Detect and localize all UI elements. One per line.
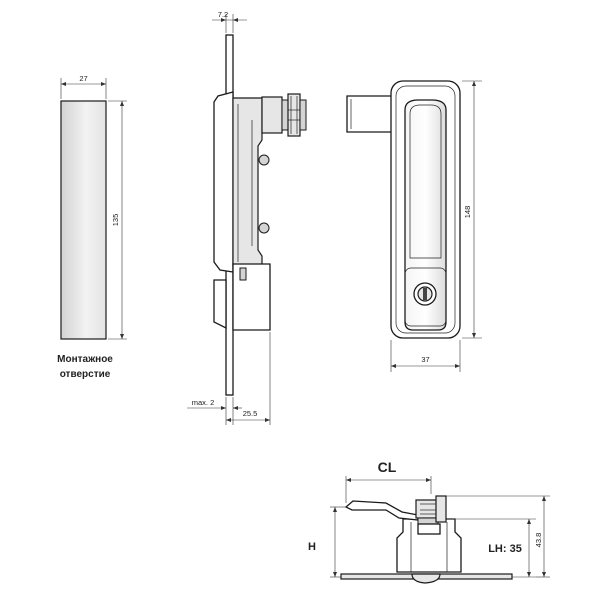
front-view: 148 37 [346,80,482,372]
front-width-label: 37 [421,355,429,364]
side-view: 7.2 max. 2 25.5 [187,10,307,425]
mounting-caption-line1: Монтажное [57,354,113,365]
bottom-lever [344,500,419,521]
bottom-height-label: 43.8 [534,533,543,548]
h-label: H [308,541,316,553]
mounting-cutout-view: 27 135 Монтажное отверстие [57,74,127,380]
side-max-label: max. 2 [192,398,215,407]
bottom-view: CL H LH: 35 43.8 [308,459,550,584]
lh-label: LH: 35 [488,543,522,555]
mounting-height-label: 135 [111,214,120,227]
mounting-width-label: 27 [79,74,87,83]
side-top-label: 7.2 [218,10,228,19]
front-height-label: 148 [463,206,472,219]
mounting-caption-line2: отверстие [60,369,111,380]
side-depth-label: 25.5 [243,409,258,418]
mounting-cutout-rect [60,100,107,340]
cl-label: CL [378,459,397,475]
